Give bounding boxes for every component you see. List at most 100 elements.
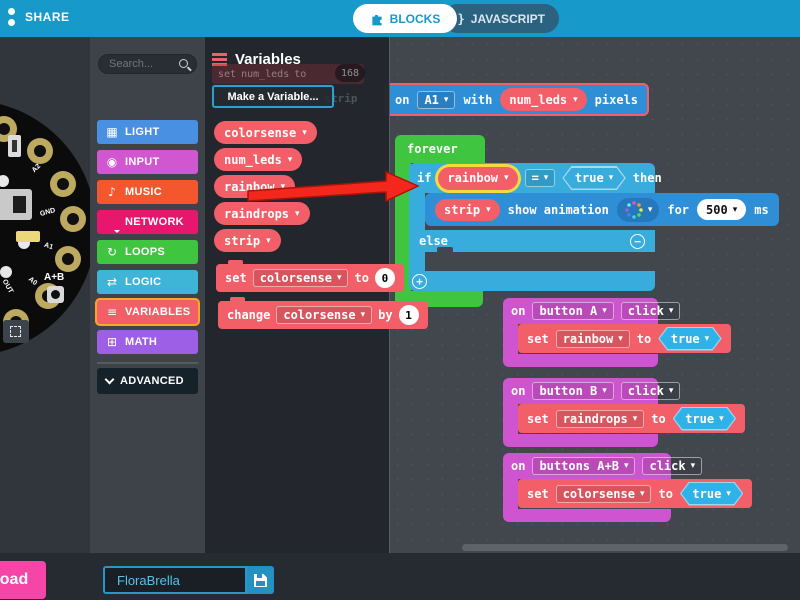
editor-toggle: { } JAVASCRIPT BLOCKS bbox=[353, 4, 559, 33]
value-input[interactable]: 0 bbox=[374, 268, 395, 288]
event-dropdown[interactable]: click ▾ bbox=[620, 382, 681, 400]
dropdown-arrow-icon: ▾ bbox=[543, 173, 549, 183]
variable-chip-num-leds[interactable]: num_leds ▾ bbox=[214, 148, 303, 171]
project-name-input[interactable] bbox=[105, 568, 245, 592]
animation-preview-dropdown[interactable]: ▾ bbox=[616, 197, 660, 222]
block-workspace[interactable]: on A1 ▾ with num_leds ▾ pixels forever i… bbox=[384, 37, 800, 553]
variables-flyout: set num_leds to 168 create strip Variabl… bbox=[205, 37, 428, 553]
dropdown-arrow-icon: ▾ bbox=[632, 413, 638, 424]
change-variable-block[interactable]: change colorsense ▾ by 1 bbox=[218, 297, 428, 329]
toolbox-category-input[interactable]: ◉ INPUT bbox=[97, 150, 198, 174]
set-variable-block[interactable]: set colorsense ▾ to 0 bbox=[216, 260, 404, 292]
toolbox-category-network[interactable]: NETWORK bbox=[97, 210, 198, 234]
ab-press-button[interactable] bbox=[47, 286, 64, 303]
grid-icon: ▦ bbox=[106, 125, 118, 139]
if-body: strip ▾ show animation ▾ for bbox=[409, 193, 779, 230]
button-dropdown[interactable]: buttons A+B ▾ bbox=[532, 457, 636, 475]
neopixel-led bbox=[0, 266, 12, 278]
dropdown-arrow-icon: ▾ bbox=[443, 94, 449, 105]
event-dropdown[interactable]: click ▾ bbox=[642, 457, 703, 475]
search-input[interactable] bbox=[109, 55, 177, 73]
dropdown-arrow-icon: ▾ bbox=[602, 306, 607, 316]
make-variable-button[interactable]: Make a Variable... bbox=[212, 85, 334, 108]
boolean-dropdown-true[interactable]: true ▾ bbox=[680, 482, 743, 506]
dropdown-arrow-icon: ▾ bbox=[573, 94, 578, 105]
top-bar: SHARE { } JAVASCRIPT BLOCKS bbox=[0, 0, 800, 37]
project-name-field bbox=[103, 566, 247, 594]
share-button[interactable]: SHARE bbox=[8, 8, 70, 26]
collapse-else-button[interactable]: − bbox=[630, 233, 645, 249]
dropdown-arrow-icon: ▾ bbox=[486, 204, 491, 215]
variable-dropdown[interactable]: colorsense ▾ bbox=[555, 484, 652, 503]
button-dropdown[interactable]: button A ▾ bbox=[532, 302, 614, 320]
variable-chip-rainbow[interactable]: rainbow ▾ bbox=[214, 175, 296, 198]
on-button-a-block[interactable]: on button A ▾ click ▾ set rainbow ▾ bbox=[503, 298, 731, 367]
boolean-dropdown-true[interactable]: true ▾ bbox=[673, 407, 736, 431]
toolbox-category-math[interactable]: ⊞ MATH bbox=[97, 330, 198, 354]
variable-dropdown[interactable]: raindrops ▾ bbox=[555, 409, 645, 428]
variable-chip-strip[interactable]: strip ▾ bbox=[214, 229, 281, 252]
category-label: LIGHT bbox=[125, 126, 160, 138]
toolbox-search bbox=[98, 54, 197, 74]
boolean-dropdown-true[interactable]: true ▾ bbox=[658, 327, 721, 351]
toolbox-category-variables[interactable]: ≡ VARIABLES bbox=[97, 300, 198, 324]
toolbox-advanced[interactable]: ADVANCED bbox=[97, 368, 198, 394]
variable-pill-rainbow-highlighted[interactable]: rainbow ▾ bbox=[438, 166, 518, 190]
event-dropdown[interactable]: click ▾ bbox=[620, 302, 681, 320]
if-block[interactable]: if rainbow ▾ = ▾ true ▾ then bbox=[409, 163, 779, 291]
bottom-bar: Download bbox=[0, 553, 800, 600]
event-bottom bbox=[503, 354, 658, 367]
value-input[interactable]: 1 bbox=[398, 305, 419, 325]
save-button[interactable] bbox=[247, 566, 274, 594]
set-raindrops-block[interactable]: set raindrops ▾ to true ▾ bbox=[518, 404, 746, 433]
expand-if-button[interactable]: + bbox=[412, 273, 427, 289]
screenshot-button[interactable] bbox=[3, 320, 29, 343]
variable-dropdown[interactable]: colorsense ▾ bbox=[276, 306, 373, 324]
toolbox-category-logic[interactable]: ⇄ LOGIC bbox=[97, 270, 198, 294]
set-rainbow-block[interactable]: set rainbow ▾ to true ▾ bbox=[518, 324, 731, 353]
toolbox-category-music[interactable]: ♪ MUSIC bbox=[97, 180, 198, 204]
toolbox-category-light[interactable]: ▦ LIGHT bbox=[97, 120, 198, 144]
advanced-label: ADVANCED bbox=[120, 375, 184, 387]
pin-dropdown[interactable]: A1 ▾ bbox=[417, 90, 456, 109]
calculator-icon: ⊞ bbox=[106, 335, 118, 349]
variable-chip-raindrops[interactable]: raindrops ▾ bbox=[214, 202, 310, 225]
show-animation-block[interactable]: strip ▾ show animation ▾ for bbox=[425, 193, 779, 226]
screenshot-icon bbox=[10, 326, 21, 337]
tab-blocks[interactable]: BLOCKS bbox=[353, 4, 457, 33]
on-buttons-ab-block[interactable]: on buttons A+B ▾ click ▾ set colorsense … bbox=[503, 453, 753, 522]
dropdown-arrow-icon: ▾ bbox=[668, 306, 674, 316]
button-dropdown[interactable]: button B ▾ bbox=[532, 382, 614, 400]
horizontal-scrollbar[interactable] bbox=[462, 544, 788, 551]
download-button[interactable]: Download bbox=[0, 561, 46, 599]
toolbox-category-loops[interactable]: ↻ LOOPS bbox=[97, 240, 198, 264]
forever-block[interactable]: forever bbox=[395, 135, 485, 163]
variable-chip-colorsense[interactable]: colorsense ▾ bbox=[214, 121, 317, 144]
variable-dropdown[interactable]: rainbow ▾ bbox=[555, 329, 630, 348]
event-bottom bbox=[503, 434, 658, 447]
board-pad bbox=[50, 171, 76, 197]
on-button-b-block[interactable]: on button B ▾ click ▾ set raindrops ▾ bbox=[503, 378, 746, 447]
event-body: set rainbow ▾ to true ▾ bbox=[503, 324, 731, 354]
set-colorsense-block[interactable]: set colorsense ▾ to true ▾ bbox=[518, 479, 753, 508]
operator-dropdown[interactable]: = ▾ bbox=[524, 169, 556, 187]
variable-pill-num-leds[interactable]: num_leds ▾ bbox=[500, 88, 587, 111]
variable-pill-strip[interactable]: strip ▾ bbox=[435, 198, 500, 221]
slide-switch[interactable] bbox=[0, 189, 32, 220]
simulator-panel: A2 GND A1 A0 OUT A+B bbox=[0, 37, 90, 553]
empty-statement-slot[interactable] bbox=[425, 247, 655, 271]
rainbow-animation-icon bbox=[625, 200, 643, 219]
boolean-dropdown-true[interactable]: true ▾ bbox=[562, 166, 625, 190]
dropdown-arrow-icon: ▾ bbox=[719, 413, 724, 424]
variable-dropdown[interactable]: colorsense ▾ bbox=[252, 269, 349, 287]
category-label: MUSIC bbox=[125, 186, 162, 198]
circle-dot-icon: ◉ bbox=[106, 155, 118, 169]
dropdown-arrow-icon: ▾ bbox=[302, 127, 307, 138]
variables-icon bbox=[212, 53, 227, 66]
duration-dropdown[interactable]: 500 ▾ bbox=[697, 199, 747, 220]
flyout-header: Variables bbox=[212, 51, 301, 68]
category-label: INPUT bbox=[125, 156, 160, 168]
create-strip-block[interactable]: on A1 ▾ with num_leds ▾ pixels bbox=[384, 83, 650, 116]
tab-javascript[interactable]: { } JAVASCRIPT bbox=[443, 4, 559, 33]
sensor-component bbox=[8, 135, 21, 157]
